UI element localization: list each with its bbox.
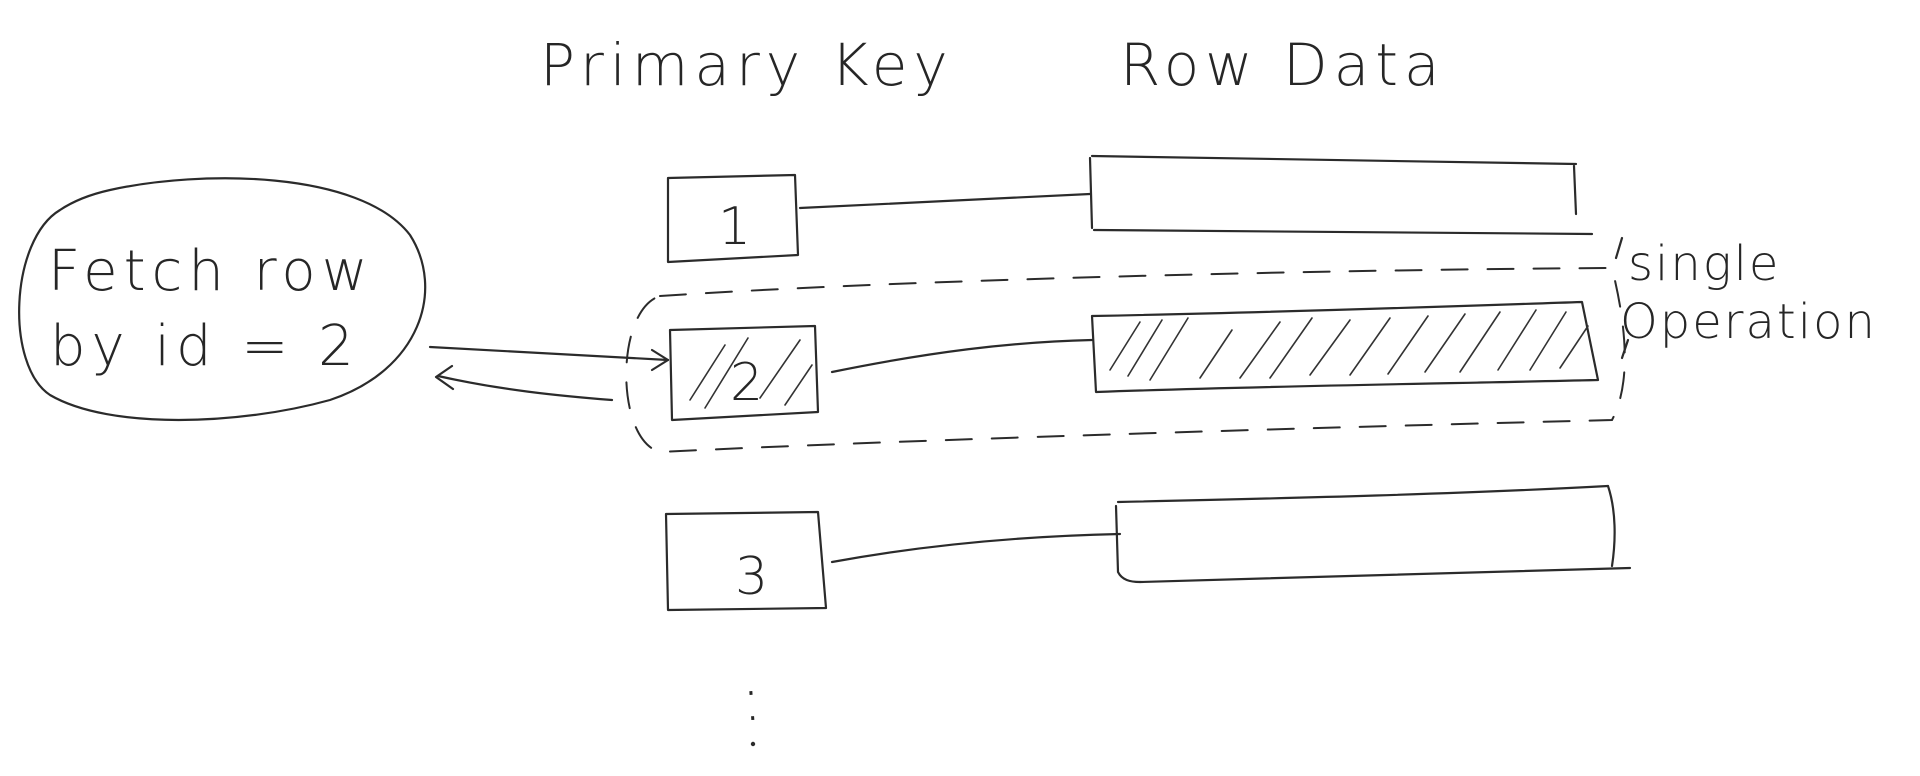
key-label-3: 3 [735, 547, 774, 607]
key-box-2-hatching [689, 337, 813, 409]
query-text-line1: Fetch row [48, 239, 374, 304]
key-box-1: 1 [666, 173, 800, 264]
key-box-2: 2 [668, 324, 820, 422]
connector-1 [798, 192, 1092, 210]
request-arrow [428, 345, 670, 372]
response-arrow [434, 364, 614, 402]
single-operation-line2: Operation [1620, 294, 1877, 350]
row-data-bar-3 [1114, 484, 1632, 584]
single-operation-line1: single [1628, 236, 1780, 292]
key-label-1: 1 [718, 197, 757, 257]
single-operation-label: single Operation [1614, 236, 1877, 360]
key-label-2: 2 [730, 353, 769, 413]
row-data-bar-2 [1090, 300, 1600, 394]
continuation-ellipsis: : [739, 664, 770, 736]
primary-key-header: Primary Key [540, 31, 954, 99]
row-data-bar-2-hatching [1109, 309, 1589, 381]
query-bubble: Fetch row by id = 2 [18, 177, 427, 422]
key-box-3: 3 [664, 510, 828, 612]
query-text-line2: by id = 2 [50, 314, 360, 379]
row-data-bar-1 [1088, 154, 1594, 236]
row-data-header: Row Data [1120, 31, 1446, 99]
ellipsis-dot [750, 741, 756, 747]
connector-3 [830, 532, 1122, 564]
connector-2 [830, 338, 1094, 374]
single-operation-region [625, 266, 1626, 454]
